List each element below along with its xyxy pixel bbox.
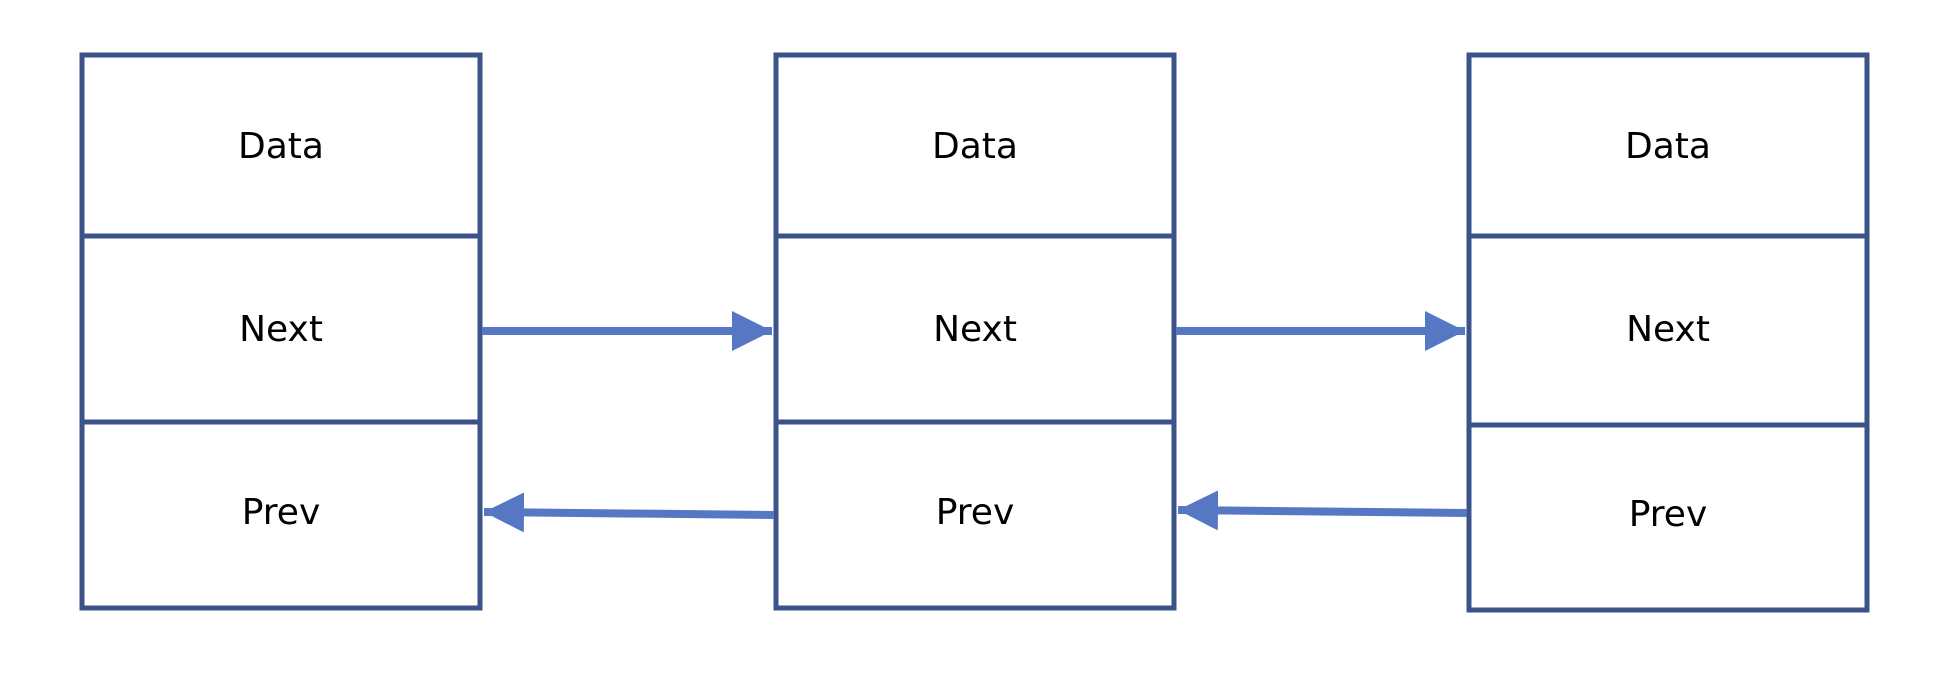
node-2-data-label: Data — [1625, 126, 1711, 167]
node-1-prev-label: Prev — [936, 492, 1015, 533]
node-2-prev-label: Prev — [1629, 494, 1708, 535]
node-0-next-label: Next — [239, 309, 323, 350]
node-1-box — [773, 52, 1177, 611]
node-2-box — [1466, 52, 1870, 613]
node-1: Data Next Prev — [773, 52, 1177, 611]
node-0-data-label: Data — [238, 126, 324, 167]
node-1-data-label: Data — [932, 126, 1018, 167]
node-2-next-label: Next — [1626, 309, 1710, 350]
prev-arrow-2-to-1 — [1177, 490, 1468, 531]
node-0-box — [79, 52, 483, 611]
node-0: Data Next Prev — [79, 52, 483, 611]
node-0-prev-label: Prev — [242, 492, 321, 533]
node-1-next-label: Next — [933, 309, 1017, 350]
node-2: Data Next Prev — [1466, 52, 1870, 613]
prev-arrow-1-to-0 — [483, 492, 775, 533]
